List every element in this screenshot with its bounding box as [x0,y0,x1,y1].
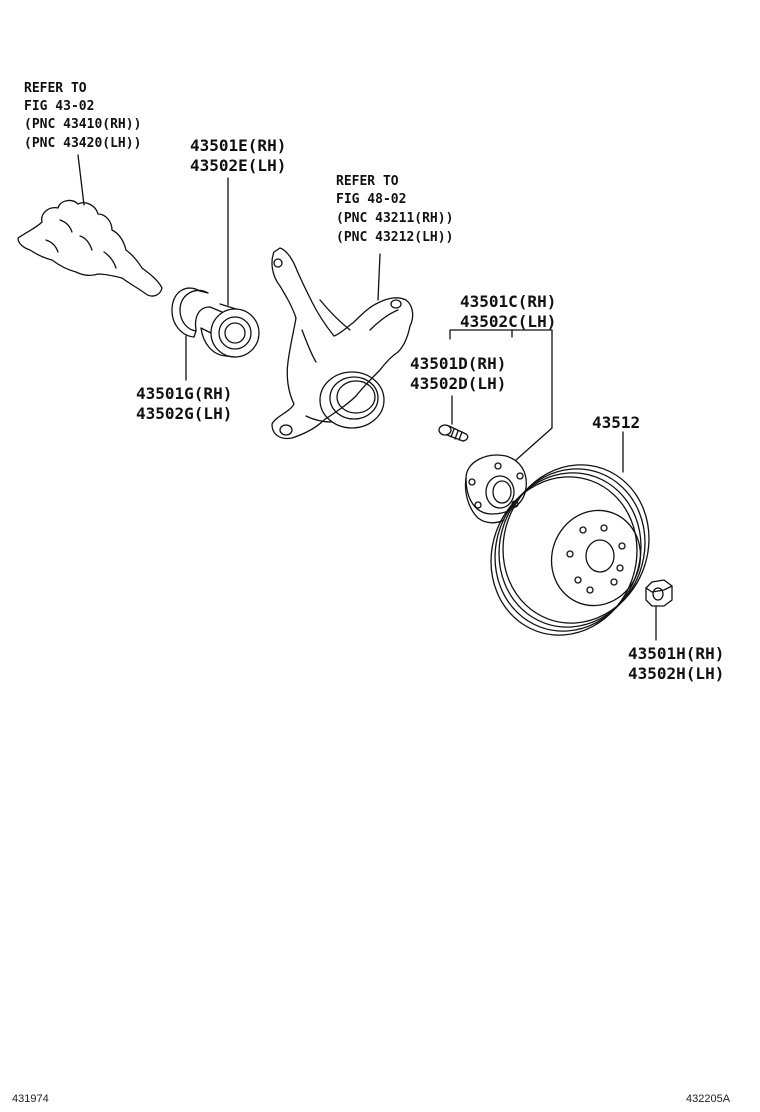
snap-ring-illustration [172,288,208,337]
hub-rh-label: 43501C(RH) [460,292,557,311]
hub-leader [450,330,552,460]
hub-bolt-lh-label: 43502D(LH) [410,374,507,393]
knuckle-ref-line1: REFER TO [336,174,399,189]
snap-ring-lh-label: 43502G(LH) [136,404,233,423]
disc-number-label: 43512 [592,413,641,432]
hub-lh-label: 43502C(LH) [460,312,557,331]
hub-bolt-rh-label: 43501D(RH) [410,354,507,373]
bearing-illustration [196,304,259,357]
snap-ring-rh-label: 43501G(RH) [136,384,233,403]
footer-left-code: 431974 [12,1093,49,1105]
bearing-lh-label: 43502E(LH) [190,156,287,175]
steering-knuckle-illustration [272,248,413,438]
knuckle-ref-line3: (PNC 43211(RH)) [336,211,454,226]
axle-ref-line3: (PNC 43410(RH)) [24,117,142,132]
hub-bolt-illustration [439,425,468,441]
axle-shaft-illustration [18,201,162,296]
brake-disc-illustration [469,444,671,656]
axle-ref-line2: FIG 43-02 [24,99,95,114]
hub-illustration [466,455,527,523]
knuckle-ref-leader [378,254,380,300]
axle-ref-leader [78,155,84,205]
knuckle-ref-line2: FIG 48-02 [336,192,407,207]
bearing-rh-label: 43501E(RH) [190,136,287,155]
axle-ref-line4: (PNC 43420(LH)) [24,136,142,151]
footer-right-code: 432205A [686,1093,731,1105]
nut-lh-label: 43502H(LH) [628,664,725,683]
axle-ref-line1: REFER TO [24,81,87,96]
nut-rh-label: 43501H(RH) [628,644,725,663]
knuckle-ref-line4: (PNC 43212(LH)) [336,230,454,245]
nut-illustration [646,580,672,606]
